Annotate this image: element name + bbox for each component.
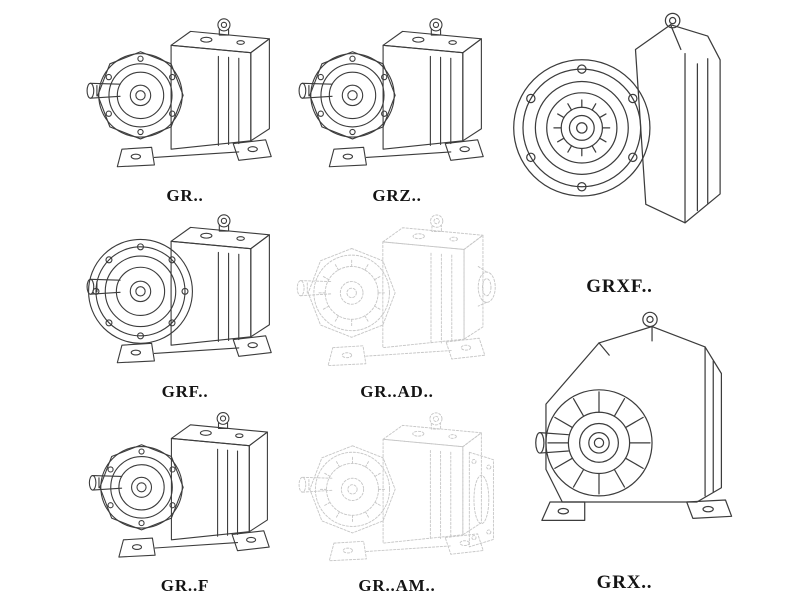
model-label-grf: GRF..: [161, 382, 209, 402]
gearbox-drawing-grad: [293, 206, 501, 376]
catalog-cell-grxf: GRXF..: [492, 2, 747, 298]
gearbox-drawing-grf: [83, 206, 287, 373]
catalog-cell-grx: GRX..: [492, 302, 757, 594]
gearbox-drawing-grf-foot: [85, 404, 285, 567]
catalog-cell-grf-foot: GR..F: [80, 404, 290, 596]
catalog-cell-grad: GR..AD..: [288, 206, 506, 402]
model-label-gr: GR..: [166, 186, 204, 206]
catalog-cell-grf: GRF..: [80, 206, 290, 402]
model-label-gram: GR..AM..: [358, 576, 436, 596]
model-label-grxf: GRXF..: [586, 276, 653, 298]
gearbox-drawing-grz: [295, 10, 499, 177]
model-label-grz: GRZ..: [372, 186, 422, 206]
model-label-grf-foot: GR..F: [160, 576, 210, 596]
gearbox-drawing-grx: [497, 302, 752, 547]
catalog-cell-gr: GR..: [80, 10, 290, 206]
model-label-grad: GR..AD..: [360, 382, 434, 402]
model-label-grx: GRX..: [596, 572, 653, 594]
gearbox-drawing-grxf: [501, 2, 739, 260]
catalog-cell-grz: GRZ..: [292, 10, 502, 206]
gearbox-drawing-gr: [83, 10, 287, 177]
catalog-cell-gram: GR..AM..: [288, 404, 506, 596]
gearbox-drawing-gram: [295, 404, 499, 571]
